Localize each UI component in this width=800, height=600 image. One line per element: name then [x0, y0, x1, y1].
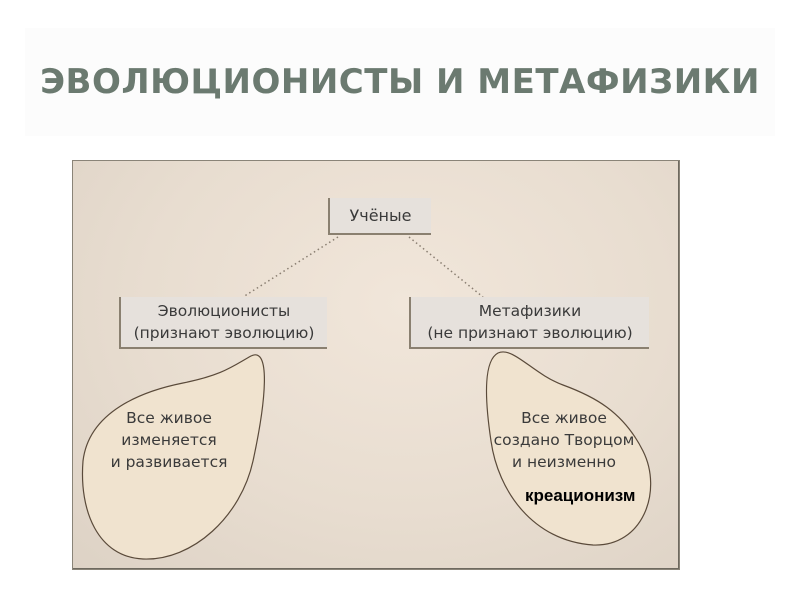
node-evolutionists: Эволюционисты (признают эволюцию)	[119, 297, 327, 349]
node-metaphysicians: Метафизики (не признают эволюцию)	[409, 297, 649, 349]
left-callout-shape	[81, 354, 265, 560]
left-callout-line1: Все живое	[126, 409, 212, 427]
diagram-frame: Учёные Эволюционисты (признают эволюцию)…	[72, 160, 680, 570]
title-box: ЭВОЛЮЦИОНИСТЫ И МЕТАФИЗИКИ	[25, 28, 775, 136]
node-metaphysicians-subtitle: (не признают эволюцию)	[427, 324, 633, 342]
node-scientists: Учёные	[328, 198, 431, 235]
connector-right	[408, 236, 484, 298]
node-evolutionists-subtitle: (признают эволюцию)	[133, 324, 315, 342]
right-callout-line1: Все живое	[521, 409, 607, 427]
creationism-label: креационизм	[525, 486, 636, 505]
connectors-and-callouts	[81, 236, 652, 560]
right-callout-text: Все живое создано Творцом и неизменно	[486, 407, 642, 473]
node-scientists-label: Учёные	[349, 206, 412, 225]
connector-left	[242, 236, 339, 298]
right-callout-line2: создано Творцом	[493, 431, 635, 449]
node-evolutionists-title: Эволюционисты	[157, 302, 291, 320]
left-callout-line2: изменяется	[121, 431, 217, 449]
slide-title: ЭВОЛЮЦИОНИСТЫ И МЕТАФИЗИКИ	[40, 62, 760, 102]
left-callout-line3: и развивается	[110, 453, 228, 471]
right-callout-line3: и неизменно	[512, 453, 616, 471]
node-metaphysicians-title: Метафизики	[478, 302, 582, 320]
left-callout-text: Все живое изменяется и развивается	[99, 407, 239, 473]
right-callout-shape	[485, 351, 652, 546]
